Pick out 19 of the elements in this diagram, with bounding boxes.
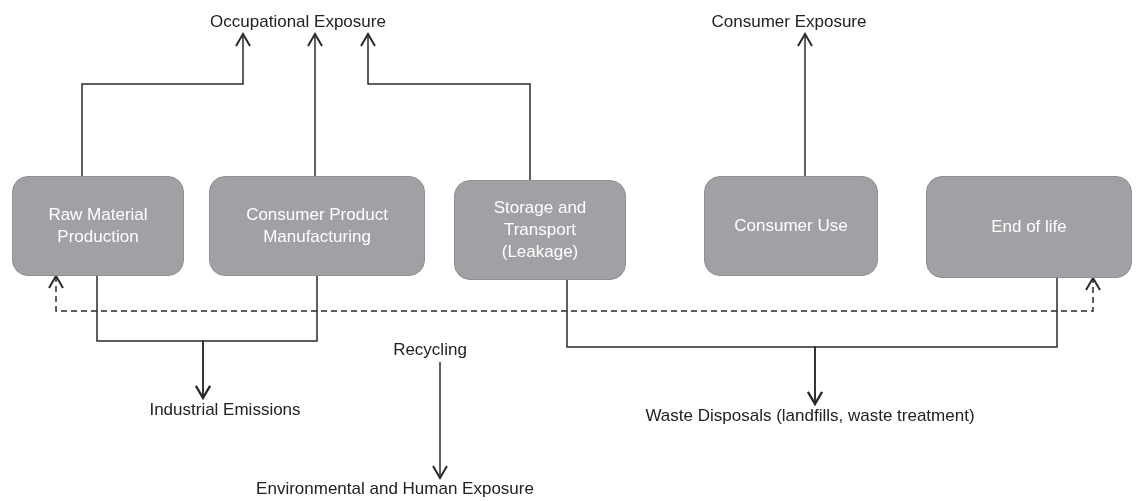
arrow — [307, 33, 323, 177]
arrow — [81, 33, 251, 177]
text-label: Recycling — [390, 338, 470, 362]
text-label: Industrial Emissions — [140, 398, 310, 422]
arrow — [195, 275, 318, 399]
dashed-arrow — [48, 275, 1101, 312]
process-box: Consumer Product Manufacturing — [209, 176, 425, 276]
arrow — [807, 277, 1058, 405]
process-box: End of life — [926, 176, 1132, 278]
text-label: Environmental and Human Exposure — [258, 478, 532, 500]
arrow — [797, 33, 813, 177]
process-box: Raw Material Production — [12, 176, 184, 276]
process-box: Storage and Transport (Leakage) — [454, 180, 626, 280]
text-label: Waste Disposals (landfills, waste treatment) — [630, 404, 990, 428]
text-label: Occupational Exposure — [208, 10, 388, 34]
arrow — [432, 361, 448, 479]
arrow — [360, 33, 531, 181]
process-box: Consumer Use — [704, 176, 878, 276]
text-label: Consumer Exposure — [706, 10, 872, 34]
